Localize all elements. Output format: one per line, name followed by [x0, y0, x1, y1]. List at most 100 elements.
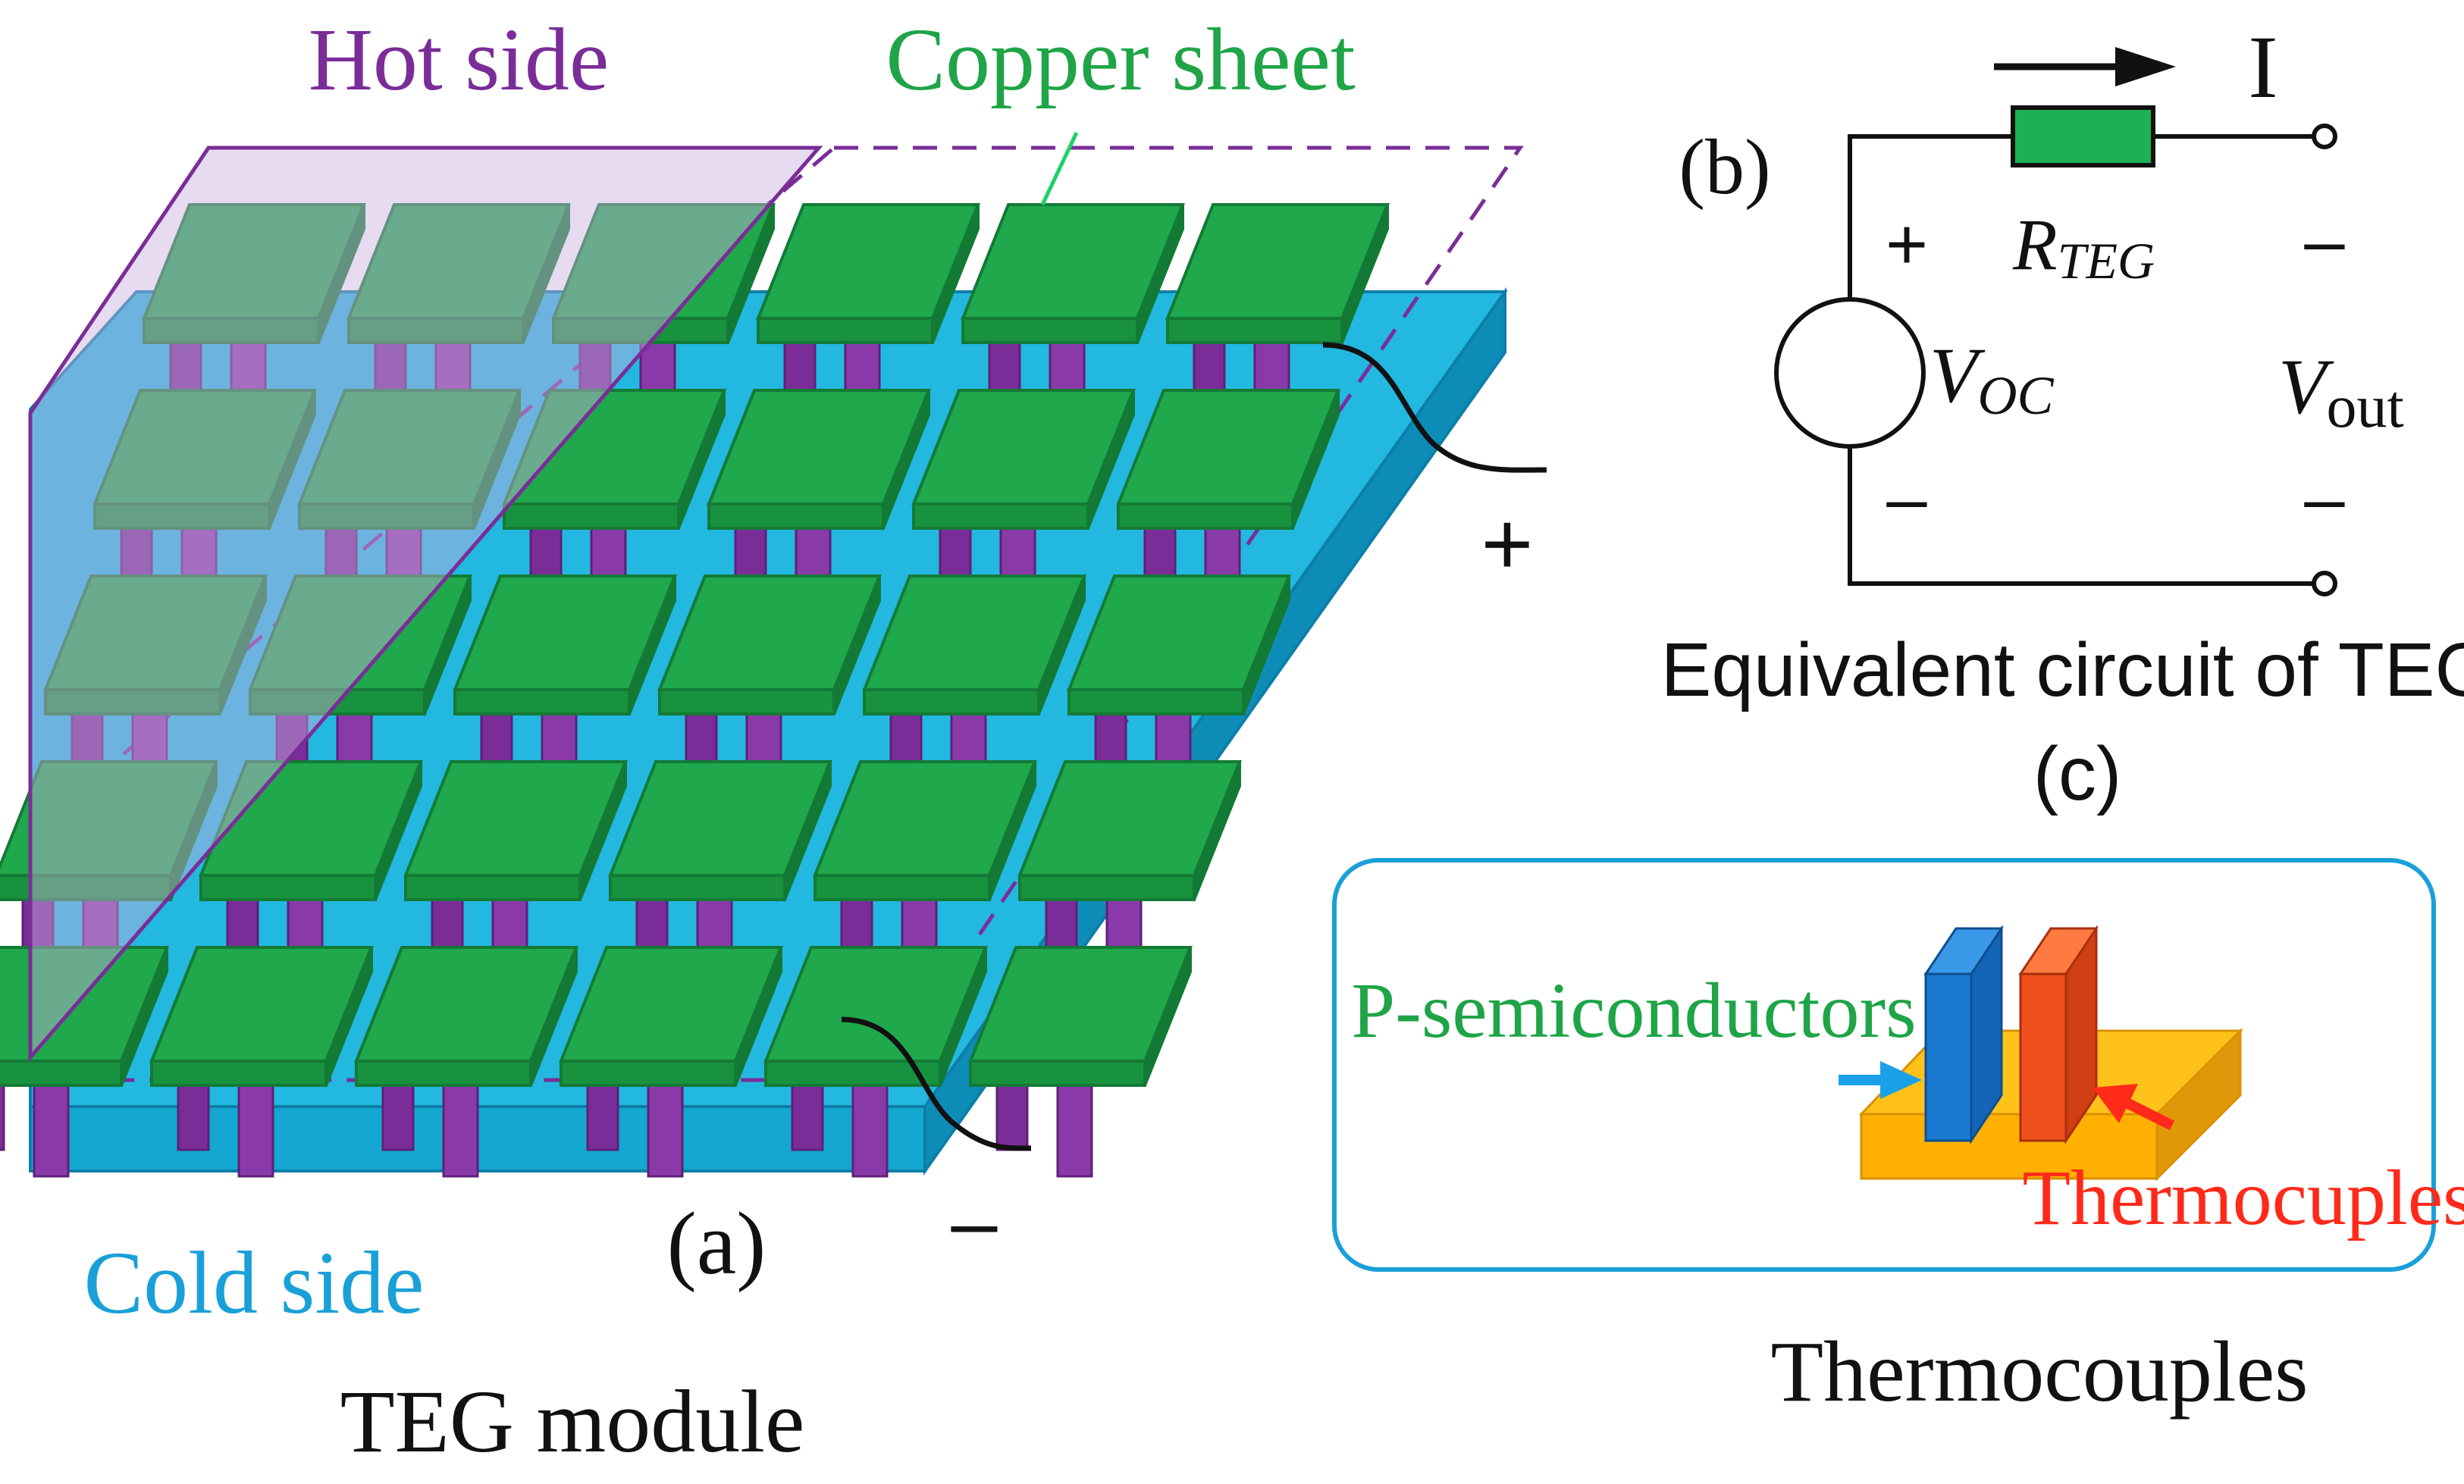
output-bottom-sign: –	[2304, 458, 2345, 539]
copper-pad-side	[324, 947, 373, 1086]
copper-pad-side	[931, 204, 980, 343]
thermocouple-arrow-icon	[2093, 1084, 2175, 1131]
copper-pad-edge	[757, 317, 934, 344]
current-label: I	[2248, 17, 2277, 117]
copper-pad-side	[1291, 390, 1340, 529]
copper-pad-side	[726, 204, 775, 343]
copper-pad-edge	[707, 502, 885, 530]
n-type-leg	[995, 1076, 1029, 1151]
copper-pad-side	[1136, 204, 1184, 343]
n-type-leg	[381, 1076, 415, 1151]
copper-pad-edge	[453, 688, 631, 715]
copper-pad-edge	[1166, 317, 1343, 344]
copper-pad-edge	[355, 1060, 532, 1087]
p-leg	[1923, 925, 2004, 1144]
n-type-leg	[791, 1076, 824, 1151]
copper-pad-edge	[560, 1060, 737, 1087]
copper-pad-side	[832, 575, 881, 715]
copper-pad-edge	[404, 874, 582, 901]
equivalent-circuit: (b) I RTEG + – VOC – – Vout Equivalent c…	[1661, 17, 2464, 816]
positive-wire	[1322, 342, 1547, 473]
circuit-caption: Equivalent circuit of TEG	[1661, 628, 2464, 712]
copper-pad-edge	[1067, 688, 1245, 715]
resistor-label: RTEG	[2012, 204, 2155, 290]
copper-pad-side	[988, 761, 1036, 900]
thermocuples-label: Thermocuples	[2023, 1154, 2464, 1241]
p-type-leg	[442, 1076, 479, 1178]
copper-pad-edge	[609, 874, 786, 901]
p-type-leg	[1056, 1076, 1093, 1178]
copper-pad-side	[578, 761, 627, 900]
copper-pad-side	[268, 390, 316, 529]
cold-side-label: Cold side	[83, 1233, 424, 1332]
copper-pad-side	[522, 204, 570, 343]
copper-pad-edge	[1117, 502, 1294, 530]
copper-pad-side	[169, 761, 218, 900]
copper-pad-side	[218, 575, 267, 715]
copper-pad-side	[882, 390, 930, 529]
thermocouples-caption: Thermocouples	[1770, 1323, 2308, 1420]
copper-pad-side	[472, 390, 521, 529]
n-leg	[2018, 925, 2099, 1144]
p-type-leg	[851, 1076, 889, 1178]
copper-pad-edge	[658, 688, 835, 715]
teg-module-caption: TEG module	[340, 1372, 805, 1471]
copper-pad-side	[317, 204, 365, 343]
output-terminal-bottom	[2312, 571, 2337, 596]
copper-pad-side	[374, 761, 422, 900]
copper-pad-side	[734, 947, 782, 1086]
negative-terminal-label: –	[951, 1176, 998, 1269]
copper-pad-edge	[813, 874, 991, 901]
copper-sheet-label: Copper sheet	[886, 10, 1356, 109]
source-minus-label: –	[1886, 458, 1927, 539]
hot-side-plate	[28, 146, 823, 1063]
copper-pad-edge	[969, 1060, 1146, 1087]
p-semiconductors-label: P-semiconductors	[1351, 967, 1916, 1054]
output-top-sign: –	[2304, 200, 2345, 281]
p-type-leg	[647, 1076, 684, 1178]
voltage-source	[1774, 297, 1926, 449]
copper-pad-side	[677, 390, 726, 529]
panel-c-label: (c)	[2033, 731, 2122, 816]
thermocouple-inset: P-semiconductors Thermocuples Thermocoup…	[1332, 858, 2464, 1420]
copper-pad-side	[783, 761, 832, 900]
top-wire	[1848, 134, 2013, 299]
copper-pad-side	[423, 575, 472, 715]
panel-b-label: (b)	[1679, 124, 1770, 211]
copper-sheet-leader	[1040, 131, 1079, 206]
copper-pad-side	[529, 947, 578, 1086]
panel-a-label: (a)	[667, 1194, 766, 1293]
copper-pad-edge	[1018, 874, 1196, 901]
copper-pad-edge	[150, 1060, 328, 1087]
n-type-leg	[586, 1076, 619, 1151]
positive-terminal-label: +	[1481, 494, 1534, 594]
p-arrow-icon	[1839, 1061, 1922, 1099]
copper-pad-side	[120, 947, 168, 1086]
copper-pad-side	[939, 947, 987, 1086]
source-plus-label: +	[1886, 204, 1928, 285]
teg-module: Hot side Copper sheet + – (a) Cold side …	[0, 10, 1547, 1471]
copper-pad-side	[1242, 575, 1290, 715]
resistor-rteg	[2011, 105, 2155, 167]
copper-pad-side	[1340, 204, 1389, 343]
voc-label: VOC	[1930, 332, 2055, 426]
p-type-leg	[237, 1076, 274, 1178]
copper-pad-side	[628, 575, 676, 715]
copper-pad-edge	[961, 317, 1139, 344]
current-arrow-icon	[1994, 47, 2176, 86]
copper-pad-side	[1143, 947, 1192, 1086]
negative-wire	[841, 1016, 1032, 1151]
bottom-wire	[1848, 447, 2314, 586]
p-type-leg	[33, 1076, 70, 1178]
copper-pad-edge	[0, 1060, 123, 1087]
copper-pad-edge	[199, 874, 377, 901]
vout-label: Vout	[2278, 343, 2404, 440]
thermocouple-array	[0, 203, 1390, 1178]
copper-pad-side	[1086, 390, 1135, 529]
copper-pad-edge	[912, 502, 1089, 530]
copper-pad-edge	[863, 688, 1040, 715]
output-terminal-top	[2312, 124, 2337, 149]
n-type-leg	[177, 1076, 210, 1151]
copper-pad-edge	[503, 502, 680, 530]
